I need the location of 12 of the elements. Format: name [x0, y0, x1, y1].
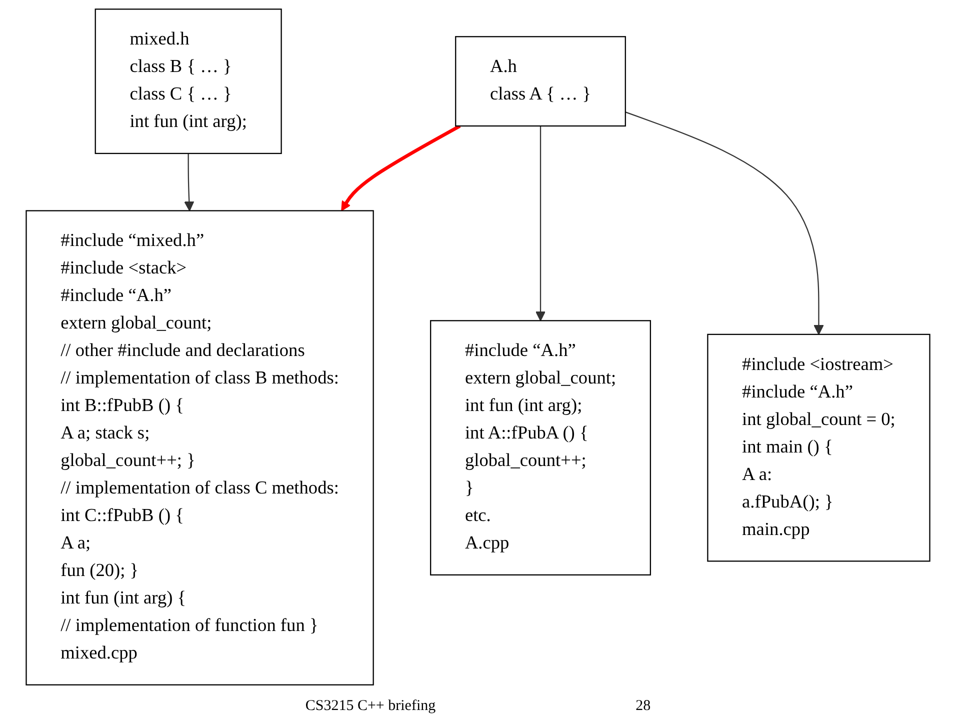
node-box [26, 210, 374, 686]
node-box [707, 334, 930, 562]
diagram: mixed.h class B { … } class C { … } int fun (int arg); A.h class A { … } #include <iostream> #include “A.h” int global_count = 0; int main () { A a: a.fPubA(); } main.cpp #include “A.h” extern global_count; int fun (int arg); int A::fPubA () { global_count++; } etc. A.cpp #include “mixed.h” #include <stack> #include “A.h” extern global_count; // other #include and declarations // implementation of class B methods: int B::fPubB () { A a; stack s; global_count++; } // implementation of class C methods: int C::fPubB () { A a; fun (20); } int fun (int arg) { // implementation of function fun } mixed.cpp [8, 0, 948, 694]
node-box [94, 8, 282, 154]
arrow [184, 153, 194, 212]
arrow [625, 112, 824, 335]
footer-text: CS3215 C++ briefing [305, 698, 436, 715]
arrow [341, 124, 461, 212]
arrow [535, 126, 546, 322]
node-box [430, 320, 651, 576]
footer-text: 28 [636, 698, 651, 715]
node-box [455, 36, 626, 127]
